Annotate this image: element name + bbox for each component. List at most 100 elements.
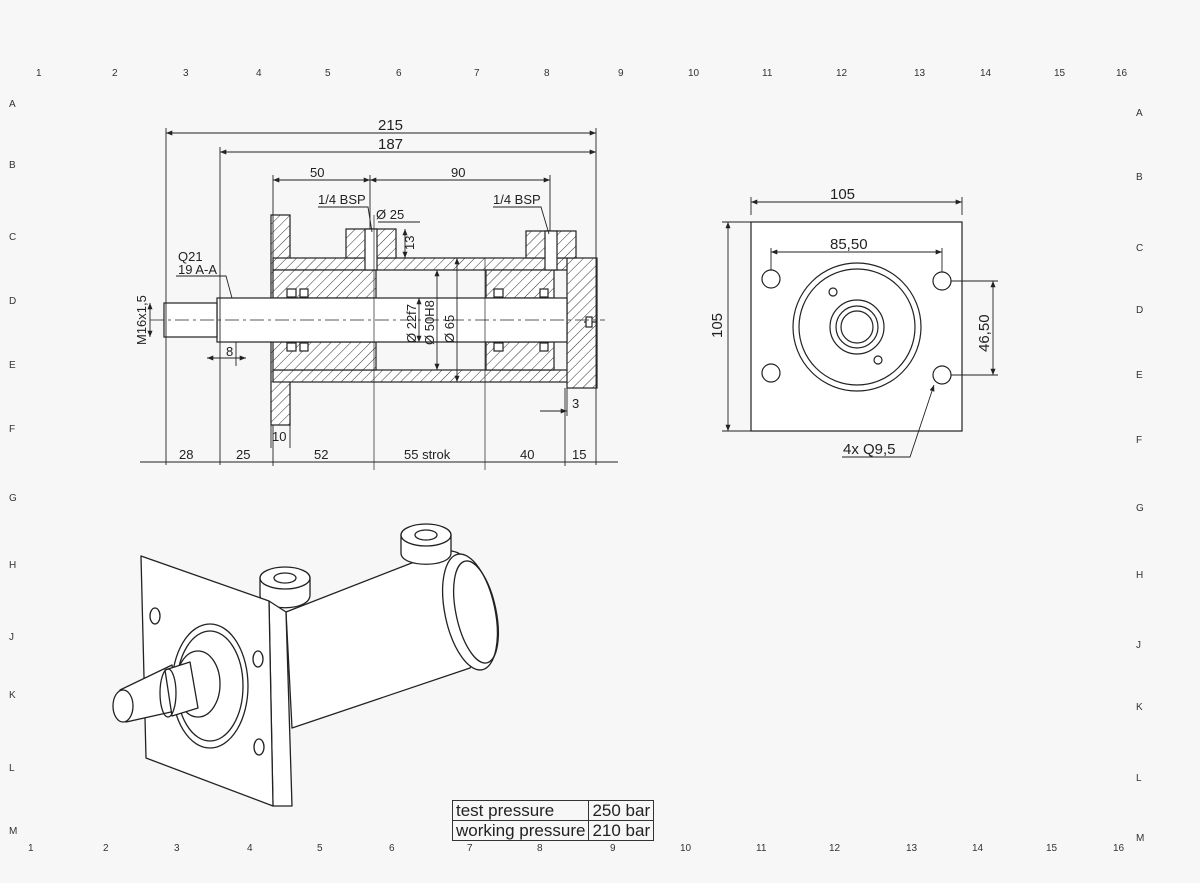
grid-label: G — [9, 493, 17, 504]
grid-label: 3 — [174, 843, 180, 854]
grid-label: 12 — [829, 843, 841, 854]
bottom-dim: 52 — [314, 447, 328, 462]
spec-value: 250 bar — [588, 800, 655, 821]
bolt-holes-label: 4x Q9,5 — [843, 441, 896, 458]
grid-label: 11 — [762, 68, 773, 79]
grid-label: K — [1136, 702, 1143, 713]
grid-label: B — [9, 160, 16, 171]
grid-label: 1 — [36, 68, 42, 79]
grid-label: 6 — [396, 68, 402, 79]
grid-label: C — [9, 232, 17, 243]
grid-label: 4 — [247, 843, 253, 854]
grid-label: J — [1136, 640, 1141, 651]
grid-label: 10 — [680, 843, 692, 854]
bottom-dim: 40 — [520, 447, 534, 462]
grid-label: L — [9, 763, 15, 774]
grid-label: 8 — [537, 843, 543, 854]
dim-end-height: 105 — [709, 313, 726, 338]
tube-wall-bottom — [272, 369, 571, 383]
grid-label: 7 — [467, 843, 473, 854]
dim-flange-thickness: 10 — [272, 429, 286, 444]
grid-label: H — [1136, 570, 1144, 581]
section-dimensions — [140, 128, 618, 466]
wrench-flat-label: Q21 — [178, 249, 203, 264]
dim-tube-dia: Ø 65 — [442, 315, 457, 343]
grid-label: C — [1136, 243, 1144, 254]
grid-label: M — [1136, 833, 1145, 844]
grid-label: 5 — [325, 68, 331, 79]
grid-label: 1 — [28, 843, 34, 854]
dim-bolt-spacing-h: 85,50 — [830, 236, 868, 253]
dim-port-boss-dia: Ø 25 — [376, 207, 404, 222]
grid-label: 4 — [256, 68, 262, 79]
grid-label: 8 — [544, 68, 550, 79]
grid-label: B — [1136, 172, 1143, 183]
isometric-view — [112, 523, 500, 807]
dim-port-spacing-right: 90 — [451, 165, 465, 180]
end-view — [722, 197, 998, 458]
grid-label: F — [1136, 435, 1143, 446]
thread-spec: M16x1,5 — [134, 295, 149, 345]
grid-label: 9 — [610, 843, 616, 854]
grid-label: H — [9, 560, 17, 571]
grid-label: 14 — [980, 68, 992, 79]
dim-end-chamfer: 3 — [572, 396, 579, 411]
barrel-end-cap — [441, 553, 499, 671]
bottom-dimension-chain: 28 25 52 55 strok 40 15 — [179, 447, 586, 462]
dim-port-boss-height: 13 — [402, 236, 417, 250]
bolt-hole-bottom-left — [761, 363, 781, 383]
bottom-dim: 25 — [236, 447, 250, 462]
grid-label: E — [9, 360, 16, 371]
grid-label: 10 — [688, 68, 700, 79]
end-plate — [750, 221, 963, 432]
rod-end-outer — [835, 305, 879, 349]
grid-label: 5 — [317, 843, 323, 854]
grid-label: L — [1136, 773, 1142, 784]
iso-rod-end — [112, 689, 134, 723]
spec-value: 210 bar — [588, 820, 655, 841]
grid-label: 2 — [103, 843, 109, 854]
grid-label: 2 — [112, 68, 118, 79]
grid-label: 16 — [1116, 68, 1128, 79]
grid-label: E — [1136, 370, 1143, 381]
grid-label: F — [9, 424, 16, 435]
end-boss-outer — [792, 262, 922, 392]
port-label-left: 1/4 BSP — [318, 192, 366, 207]
grid-label: 12 — [836, 68, 848, 79]
dim-bolt-spacing-v: 46,50 — [976, 314, 993, 352]
bottom-dim: 15 — [572, 447, 586, 462]
dim-bore-dia: Ø 50H8 — [422, 300, 437, 345]
dim-end-width: 105 — [830, 186, 855, 203]
grid-label: 9 — [618, 68, 624, 79]
grid-label: M — [9, 826, 18, 837]
grid-label: 15 — [1054, 68, 1066, 79]
grid-label: 7 — [474, 68, 480, 79]
grid-label: 13 — [914, 68, 926, 79]
dim-body-length: 187 — [378, 136, 403, 153]
bottom-dim: 55 strok — [404, 447, 451, 462]
dim-port-spacing-left: 50 — [310, 165, 324, 180]
grid-label: 13 — [906, 843, 918, 854]
grid-label: 6 — [389, 843, 395, 854]
port-bore-right — [544, 230, 558, 271]
port-bore-left — [364, 228, 378, 271]
grid-label: G — [1136, 503, 1144, 514]
spec-label: test pressure — [451, 800, 590, 821]
grid-label: A — [9, 99, 16, 110]
tube-wall-top — [272, 257, 571, 271]
port-label-right: 1/4 BSP — [493, 192, 541, 207]
dim-rod-shoulder: 8 — [226, 344, 233, 359]
bottom-dim: 28 — [179, 447, 193, 462]
grid-label: 15 — [1046, 843, 1058, 854]
grid-label: D — [9, 296, 17, 307]
grid-label: K — [9, 690, 16, 701]
grid-label: D — [1136, 305, 1144, 316]
dim-overall-length: 215 — [378, 117, 403, 134]
section-view — [150, 214, 605, 470]
grid-label: J — [9, 632, 14, 643]
